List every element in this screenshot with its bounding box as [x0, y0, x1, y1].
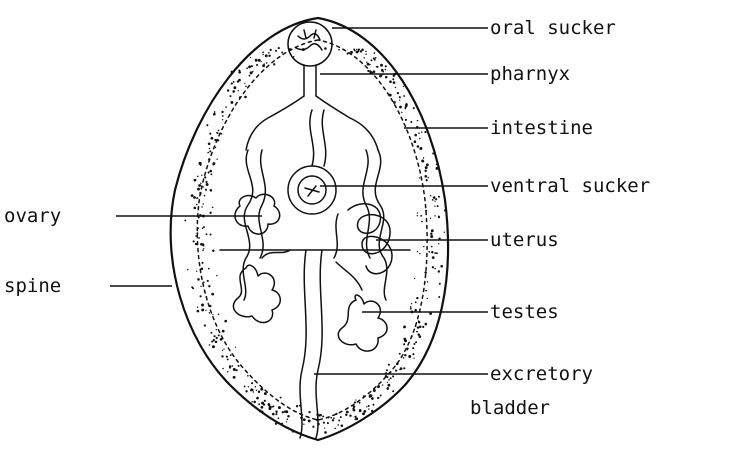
oral-sucker-shape [288, 22, 332, 66]
testes-shape [233, 250, 387, 351]
label-intestine: intestine [490, 117, 593, 139]
label-oral-sucker: oral sucker [490, 17, 616, 39]
ventral-sucker-shape [288, 166, 336, 214]
leader-lines [110, 28, 488, 374]
excretory-bladder-shape [300, 250, 322, 438]
genital-duct-shape [310, 110, 326, 166]
label-uterus: uterus [490, 229, 559, 251]
body-outline [171, 18, 448, 440]
ovary-shape [235, 194, 280, 234]
label-pharynx: pharnyx [490, 63, 570, 85]
label-ovary: ovary [4, 205, 61, 227]
label-excretory: excretory [490, 363, 593, 385]
label-bladder: bladder [470, 397, 550, 419]
intestine-shape [243, 150, 387, 300]
label-spine: spine [4, 275, 61, 297]
label-ventral-sucker: ventral sucker [490, 175, 650, 197]
label-testes: testes [490, 301, 559, 323]
